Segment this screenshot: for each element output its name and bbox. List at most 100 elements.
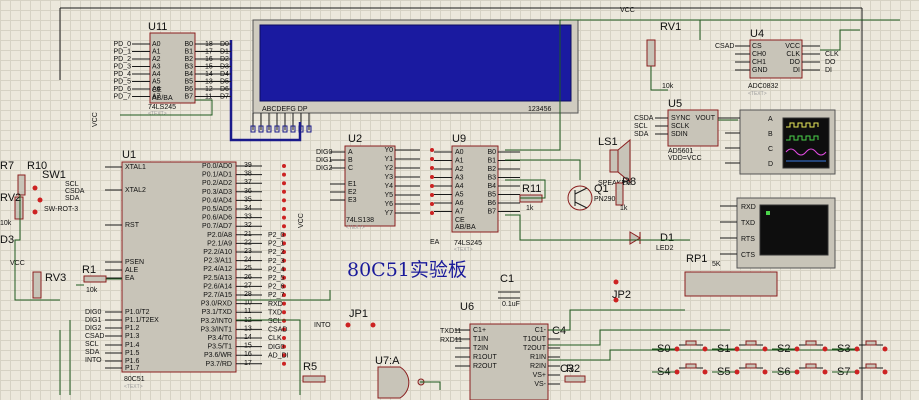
- switch-button[interactable]: [745, 340, 757, 346]
- u6-pin-label: R2IN: [530, 363, 546, 370]
- u1-pin-number: 21: [244, 231, 252, 238]
- u1-left-pin-label: P1.0/T2: [125, 309, 150, 316]
- u5-ref: U5: [668, 98, 682, 110]
- r1-resistor[interactable]: R1 10k: [82, 264, 107, 294]
- switch-button[interactable]: [865, 363, 877, 369]
- u1-ref: U1: [122, 149, 136, 161]
- rv2-potentiometer[interactable]: RV2 10k: [0, 192, 24, 227]
- u1-right-net: RXD: [268, 301, 283, 308]
- u1-pin-number: 39: [244, 162, 252, 169]
- rv3-potentiometer[interactable]: RV3: [32, 271, 66, 299]
- scope-channel-label: C: [768, 146, 773, 153]
- q1-transistor[interactable]: Q1 PN2907: [567, 183, 619, 211]
- u1-pin-number: 15: [244, 343, 252, 350]
- sw1-ref: SW1: [42, 169, 66, 181]
- u1-pin-node: [282, 172, 286, 177]
- switch-contact: [882, 369, 888, 375]
- u11-out-label: B6: [184, 86, 193, 93]
- u1-pin-node: [282, 164, 286, 168]
- u5-dac[interactable]: U5 AD5601 VDD=VCC: [667, 98, 719, 162]
- lcd-display[interactable]: ABCDEFG DP 123456: [252, 19, 579, 114]
- u4-adc[interactable]: U4 ADC0832 <TEXT>: [748, 28, 803, 97]
- c1-capacitor[interactable]: C1 0.1uF: [498, 273, 520, 308]
- u1-left-net: SDA: [85, 349, 100, 356]
- u4-part: ADC0832: [748, 83, 778, 90]
- switch-button[interactable]: [745, 363, 757, 369]
- u1-left-net: INTO: [85, 357, 102, 364]
- u6-rs232[interactable]: U6: [460, 301, 549, 400]
- u6-pin-label: VS-: [534, 381, 546, 388]
- u1-right-pin-label: P3.5/T1: [207, 344, 232, 351]
- switch-contact: [734, 369, 740, 375]
- u1-right-pin-label: P2.4/A12: [203, 266, 232, 273]
- sw1-rotary-switch[interactable]: SW1 SW-ROT-3: [32, 169, 79, 215]
- u1-left-pin-label: EA: [125, 275, 135, 282]
- u11-in-label: A2: [152, 56, 161, 63]
- switch-button[interactable]: [805, 363, 817, 369]
- rv1-potentiometer[interactable]: RV1 10k: [646, 21, 681, 90]
- u2-in-label: E1: [348, 181, 357, 188]
- r2-resistor[interactable]: R2: [564, 363, 586, 383]
- u2-decoder[interactable]: U2 74LS138 <TEXT>: [344, 133, 396, 231]
- u11-out-label: B2: [184, 56, 193, 63]
- u1-left-net: DIG1: [85, 317, 101, 324]
- c1-ref: C1: [500, 273, 514, 285]
- jp1-jumper[interactable]: JP1 INTO: [314, 308, 376, 329]
- u1-right-net: P2_0: [268, 232, 284, 239]
- u1-pin-number: 25: [244, 265, 252, 272]
- u1-microcontroller[interactable]: U1 80C51 <TEXT>: [121, 149, 237, 390]
- r1-value: 10k: [86, 287, 98, 294]
- switch-button[interactable]: [685, 363, 697, 369]
- switch-button[interactable]: [865, 340, 877, 346]
- u1-pin-node: [282, 267, 286, 272]
- virtual-terminal[interactable]: [736, 197, 836, 269]
- u1-pin-number: 37: [244, 179, 252, 186]
- terminal-pin-label: RTS: [741, 236, 755, 243]
- u1-left-pin-label: ALE: [125, 267, 139, 274]
- switch-contact: [674, 369, 680, 375]
- u1-pin-number: 35: [244, 196, 252, 203]
- rp1-resistor-pack[interactable]: RP1 5K: [684, 253, 778, 297]
- u1-pin-node: [282, 181, 286, 186]
- d1-led[interactable]: D1 LED2: [629, 231, 674, 252]
- lcd-pin-pad: [274, 125, 280, 133]
- ls1-speaker[interactable]: LS1 SPEAKER: [598, 136, 631, 187]
- u9-buffer[interactable]: U9 74LS245 <TEXT> CE AB/BA EA: [430, 133, 499, 253]
- switch-contact: [702, 346, 708, 352]
- u11-part: 74LS245: [148, 104, 176, 111]
- u1-pin-number: 11: [244, 308, 251, 315]
- scope-pins: ABCD: [725, 116, 773, 168]
- r5-resistor[interactable]: R5: [302, 361, 326, 383]
- u9-part: 74LS245: [454, 240, 482, 247]
- d3-ref: D3: [0, 234, 14, 246]
- u1-pin-number: 38: [244, 171, 252, 178]
- q1-part: PN2907: [594, 196, 619, 203]
- oscilloscope[interactable]: [739, 109, 836, 175]
- switch-button[interactable]: [685, 340, 697, 346]
- u7-nand-gate[interactable]: U7:A: [375, 355, 425, 399]
- u2-out-label: Y0: [384, 147, 393, 154]
- r5-ref: R5: [303, 361, 317, 373]
- u11-ab: AB/BA: [152, 95, 173, 102]
- u5-pin-label: SYNC: [671, 115, 690, 122]
- switch-button[interactable]: [805, 340, 817, 346]
- r10-resistor[interactable]: R10 R7: [0, 160, 47, 196]
- switch-contact: [794, 369, 800, 375]
- terminal-pin-label: RXD: [741, 204, 756, 211]
- u1-right-pin-label: P2.5/A13: [203, 275, 232, 282]
- lcd-pin-pad: [306, 125, 312, 133]
- jp2-jumper[interactable]: JP2: [612, 279, 631, 303]
- u1-pin-number: 26: [244, 274, 252, 281]
- r8-value: 1k: [620, 205, 628, 212]
- u1-pin-number: 24: [244, 257, 252, 264]
- u11-chip[interactable]: U11 74LS245 <TEXT> AB/BA CE: [148, 21, 196, 117]
- rv3-ref: RV3: [45, 272, 66, 284]
- switch-contact: [822, 369, 828, 375]
- u11-left-net: PD_1: [113, 49, 131, 56]
- r8-resistor[interactable]: R8 1k: [615, 176, 636, 212]
- u9-ce: CE: [455, 217, 465, 224]
- u1-pin-node: [282, 250, 286, 254]
- r1-ref: R1: [82, 264, 96, 276]
